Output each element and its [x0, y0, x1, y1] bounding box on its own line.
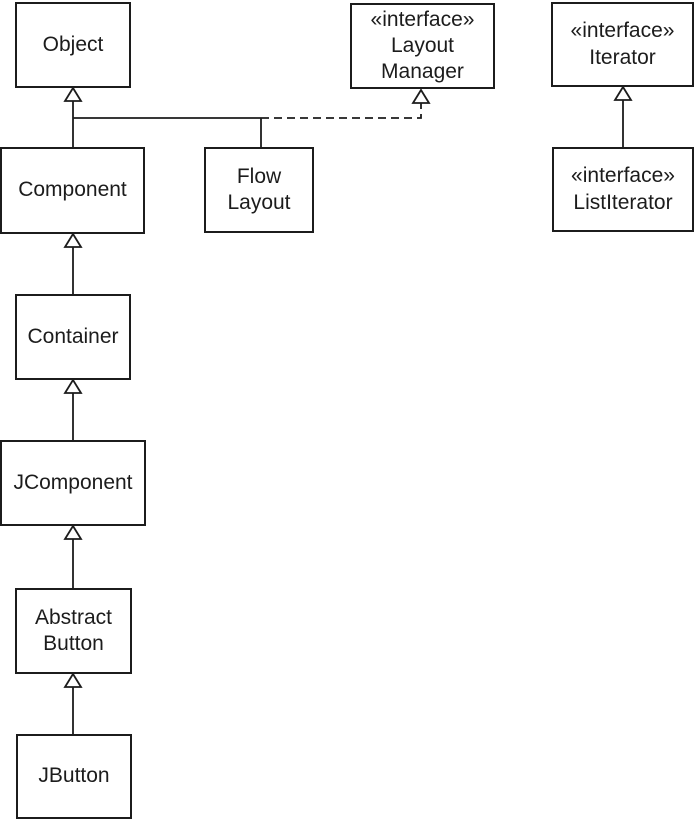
class-name-label: Container: [27, 324, 119, 348]
edge-flowlayout-to-layoutmanager: [261, 88, 431, 119]
generalization-arrowhead-icon: [63, 378, 83, 394]
class-name-label: Component: [18, 178, 127, 202]
generalization-arrowhead-icon: [63, 672, 83, 688]
class-box-abstract-button: Abstract Button: [15, 588, 132, 674]
interface-box-layout-manager: «interface» Layout Manager: [350, 3, 495, 89]
class-name-label: Button: [43, 632, 104, 655]
class-name-label: Flow: [236, 164, 282, 188]
class-box-object: Object: [15, 2, 131, 88]
interface-box-iterator: «interface» Iterator: [551, 2, 694, 87]
class-box-container: Container: [15, 294, 131, 380]
class-name-label: JButton: [38, 764, 110, 788]
edge-jcomponent-to-container: [63, 378, 83, 440]
stereotype-label: «interface»: [571, 164, 675, 188]
edge-abstractbutton-to-jcomponent: [63, 524, 83, 588]
class-box-jbutton: JButton: [16, 734, 132, 819]
interface-box-list-iterator: «interface» ListIterator: [552, 147, 694, 232]
generalization-arrowhead-icon: [63, 86, 83, 102]
class-name-label: Object: [42, 32, 104, 56]
class-name-label: JComponent: [13, 470, 133, 494]
class-name-label: Layout: [390, 33, 455, 57]
generalization-arrowhead-icon: [63, 524, 83, 540]
class-name-label: Iterator: [589, 45, 656, 69]
generalization-arrowhead-icon: [63, 232, 83, 248]
generalization-arrowhead-icon: [613, 85, 633, 101]
stereotype-label: «interface»: [570, 19, 675, 43]
edge-listiterator-to-iterator: [613, 85, 633, 147]
edge-jbutton-to-abstractbutton: [63, 672, 83, 734]
class-box-flow-layout: Flow Layout: [204, 147, 314, 233]
realization-arrowhead-icon: [411, 88, 431, 104]
edge-component-to-object: [63, 86, 261, 147]
class-box-jcomponent: JComponent: [0, 440, 146, 526]
class-box-component: Component: [0, 147, 145, 234]
class-name-label: ListIterator: [573, 190, 673, 214]
class-name-label: Manager: [381, 60, 464, 84]
edge-container-to-component: [63, 232, 83, 294]
class-name-label: Layout: [227, 191, 291, 214]
stereotype-label: «interface»: [370, 7, 475, 31]
class-name-label: Abstract: [34, 605, 113, 629]
